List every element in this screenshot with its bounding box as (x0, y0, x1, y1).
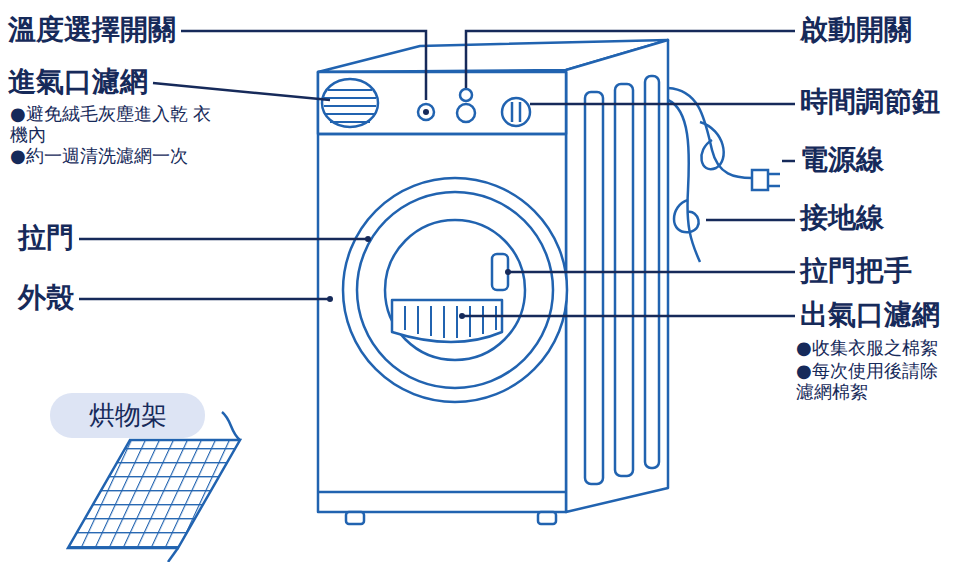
rack-tag: 烘物架 (50, 393, 205, 438)
part-label: 外殼 (18, 282, 74, 314)
part-label: 拉門把手 (800, 255, 912, 287)
note-text: ●約一週清洗濾網一次 (10, 146, 225, 167)
dryer-body (318, 40, 668, 524)
leader-lines (79, 31, 795, 316)
part-label: 電源線 (800, 144, 884, 176)
leader-line (530, 103, 795, 106)
note-text: ●避免絨毛灰塵進入乾 衣機內 (10, 104, 225, 145)
leader-line (79, 238, 368, 241)
note-text: ●每次使用後請除 濾網棉絮 (796, 361, 951, 402)
leader-line (153, 83, 330, 100)
part-label: 溫度選擇開關 (8, 14, 176, 46)
leader-line (79, 298, 330, 301)
leader-line (706, 219, 795, 222)
leader-line (508, 271, 795, 274)
rack-label: 烘物架 (89, 398, 167, 433)
part-label: 出氣口濾網 (800, 299, 940, 331)
grille-slats (324, 90, 496, 338)
part-label: 進氣口濾網 (8, 66, 148, 98)
note-text: ●收集衣服之棉絮 (796, 338, 951, 359)
part-label: 啟動開關 (800, 14, 912, 46)
part-label: 拉門 (18, 222, 74, 254)
leader-line (462, 315, 795, 318)
leader-line (466, 31, 795, 88)
leader-line (782, 160, 795, 163)
part-label: 時間調節鈕 (800, 86, 940, 118)
ground-wire (668, 100, 700, 262)
part-label: 接地線 (800, 202, 884, 234)
